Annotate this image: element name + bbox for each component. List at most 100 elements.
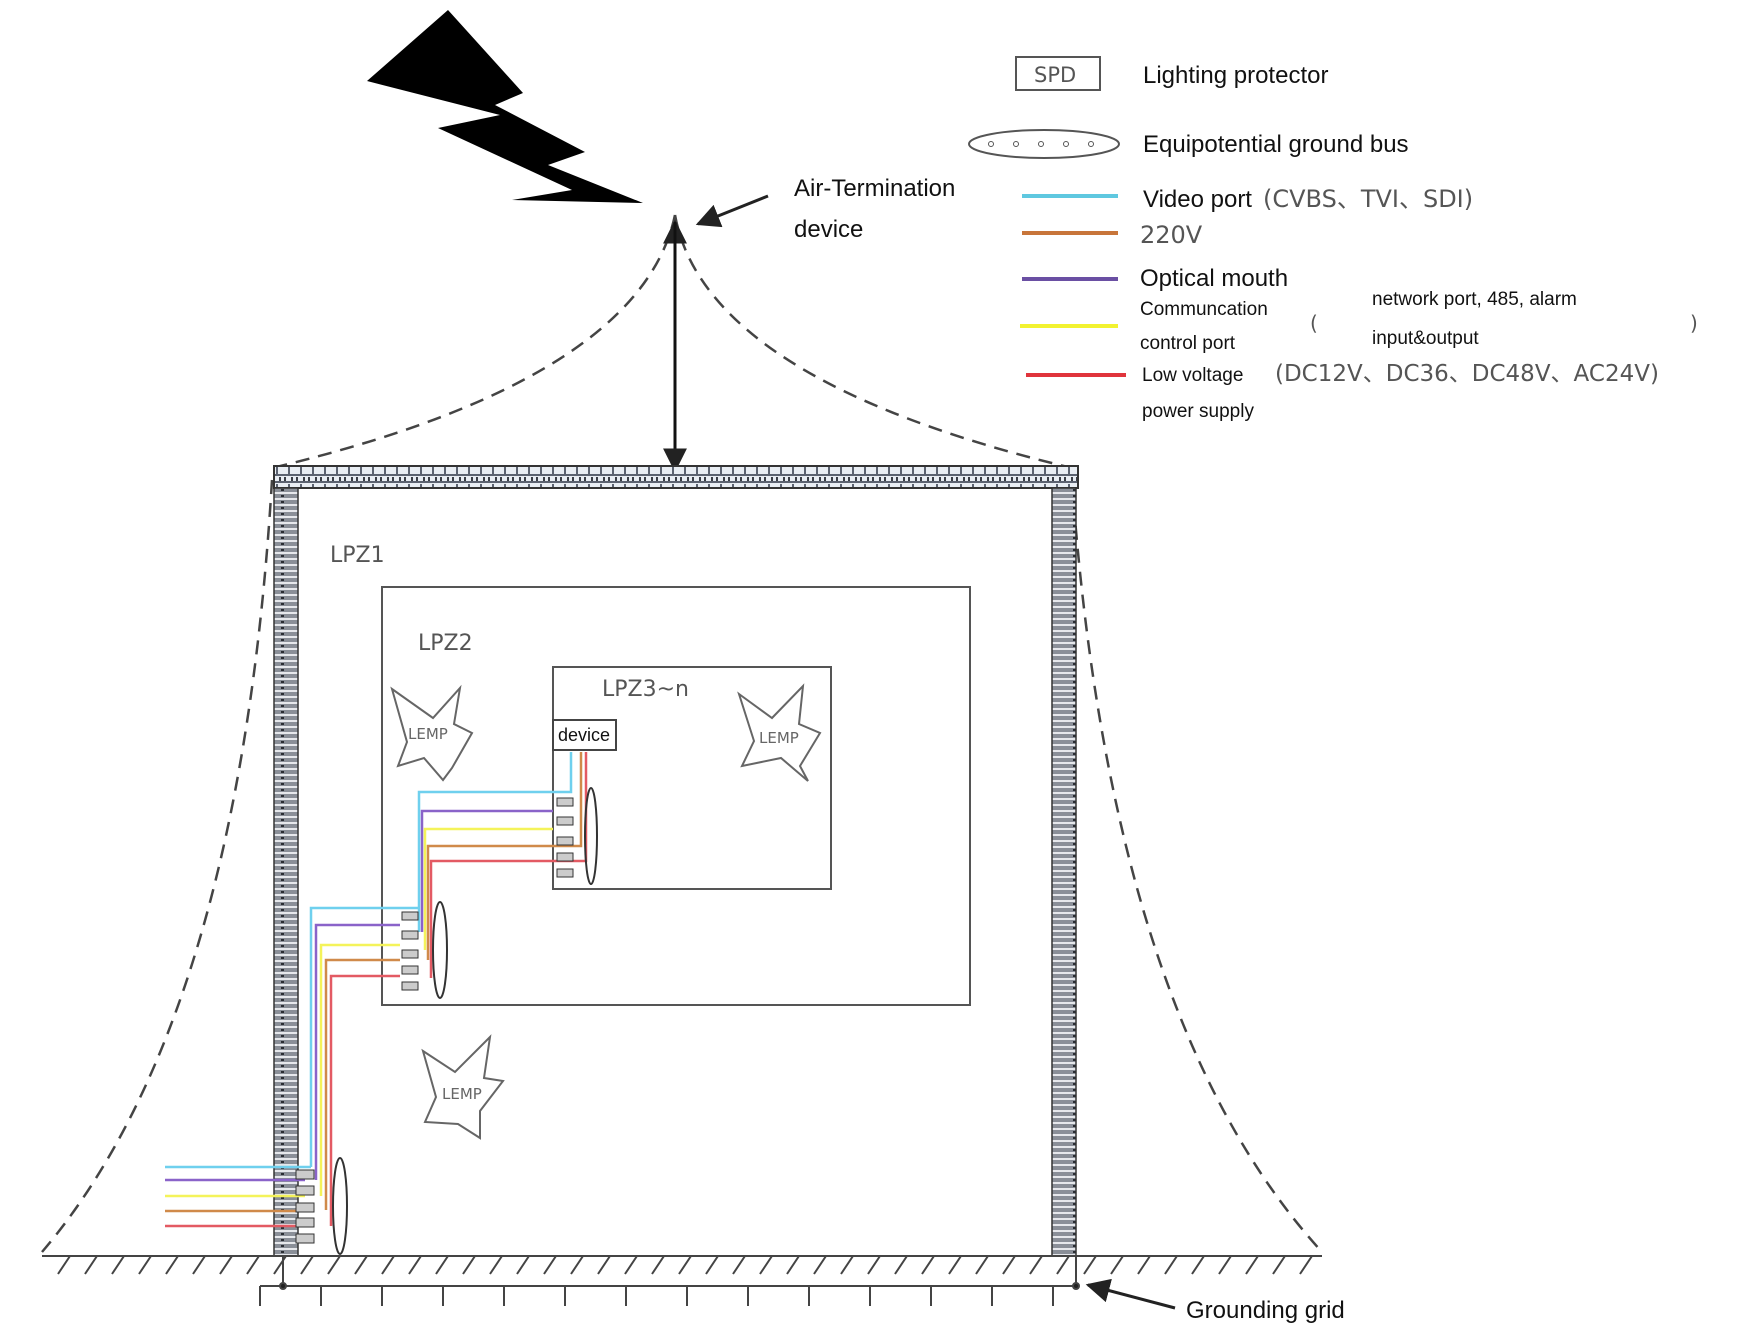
air-termination-label-line2: device bbox=[794, 216, 863, 243]
ground-hatch-mark bbox=[948, 1255, 962, 1275]
spd-symbol-text: SPD bbox=[1034, 63, 1076, 87]
legend-label-lowvolt-line2: power supply bbox=[1142, 401, 1254, 422]
ground-hatch-mark bbox=[1272, 1255, 1286, 1275]
legend-item-220v: 220V bbox=[1022, 221, 1203, 249]
external-cable-entry bbox=[165, 1165, 311, 1228]
ground-hatch-mark bbox=[678, 1255, 692, 1275]
ground-hatch-mark bbox=[597, 1255, 611, 1275]
zone-label-lpz2: LPZ2 bbox=[418, 631, 473, 656]
ground-hatch-mark bbox=[894, 1255, 908, 1275]
legend-item-lowvolt: Low voltage power supply (DC12V、DC36、DC4… bbox=[1026, 361, 1659, 422]
ground-hatch-mark bbox=[1299, 1255, 1313, 1275]
ground-hatch-mark bbox=[786, 1255, 800, 1275]
building-roof-conductor bbox=[273, 465, 1079, 489]
building-left-wall bbox=[273, 487, 299, 1257]
ground-hatch-mark bbox=[1218, 1255, 1232, 1275]
ground-hatch-mark bbox=[408, 1255, 422, 1275]
lemp-star-icon: LEMP bbox=[737, 683, 822, 782]
zone-label-lpz3: LPZ3~n bbox=[602, 677, 689, 702]
protection-zone-dashed-boundary bbox=[41, 214, 1323, 1253]
legend-label-video: Video port bbox=[1143, 186, 1252, 213]
ground-hatch-mark bbox=[381, 1255, 395, 1275]
legend-label-ground-bus: Equipotential ground bus bbox=[1143, 131, 1409, 158]
wire-bundle-lpz1-to-lpz2 bbox=[309, 906, 419, 1226]
legend-label-spd: Lighting protector bbox=[1143, 62, 1328, 89]
lemp-star-icon: LEMP bbox=[390, 684, 474, 782]
legend-item-optical: Optical mouth bbox=[1022, 265, 1288, 292]
spd-group-lpz3 bbox=[556, 787, 598, 885]
legend-label-optical: Optical mouth bbox=[1140, 265, 1288, 292]
ground-hatch-mark bbox=[138, 1255, 152, 1275]
air-termination-pointer-arrow bbox=[695, 194, 769, 228]
ground-hatch-mark bbox=[759, 1255, 773, 1275]
ground-hatch-mark bbox=[1245, 1255, 1259, 1275]
zone-lpz2-boundary bbox=[381, 586, 971, 1006]
grounding-grid-pointer-arrow bbox=[1085, 1278, 1176, 1310]
ground-hatch-mark bbox=[1056, 1255, 1070, 1275]
ground-hatch-mark bbox=[84, 1255, 98, 1275]
legend-item-ground-bus: Equipotential ground bus bbox=[968, 129, 1409, 159]
ground-hatch-mark bbox=[327, 1255, 341, 1275]
zone-label-lpz1: LPZ1 bbox=[330, 543, 385, 568]
equipotential-ground-bus bbox=[432, 901, 448, 999]
ground-hatch-mark bbox=[354, 1255, 368, 1275]
device-label: device bbox=[558, 725, 610, 745]
ground-hatch-mark bbox=[867, 1255, 881, 1275]
ground-hatch-mark bbox=[1137, 1255, 1151, 1275]
ground-hatch-mark bbox=[489, 1255, 503, 1275]
equipotential-ground-bus bbox=[332, 1157, 348, 1255]
air-termination-label: Air-Termination bbox=[794, 175, 955, 202]
wire-bundle-lpz2-to-lpz3 bbox=[417, 752, 588, 978]
legend-detail-comm-line2: input&output bbox=[1372, 328, 1479, 349]
lemp-star-icon: LEMP bbox=[421, 1034, 505, 1140]
ground-hatch-mark bbox=[435, 1255, 449, 1275]
lemp-label: LEMP bbox=[759, 729, 799, 747]
ground-hatch-mark bbox=[462, 1255, 476, 1275]
lightning-bolt-icon bbox=[367, 10, 643, 203]
ground-hatch-mark bbox=[570, 1255, 584, 1275]
ground-hatch-mark bbox=[246, 1255, 260, 1275]
legend-detail-video: (CVBS、TVI、SDI) bbox=[1263, 185, 1473, 213]
ground-hatch-mark bbox=[1002, 1255, 1016, 1275]
zone-lpz3-boundary bbox=[552, 666, 832, 890]
legend-label-220v: 220V bbox=[1140, 221, 1203, 249]
ground-hatch-mark bbox=[165, 1255, 179, 1275]
legend-item-comm: Communcation control port ( network port… bbox=[1020, 289, 1698, 354]
ground-hatch-mark bbox=[516, 1255, 530, 1275]
device-box bbox=[552, 719, 617, 751]
legend-detail-comm-line1: network port, 485, alarm bbox=[1372, 289, 1577, 310]
lemp-label: LEMP bbox=[408, 725, 448, 743]
ground-hatch-mark bbox=[300, 1255, 314, 1275]
ground-hatch-mark bbox=[975, 1255, 989, 1275]
ground-hatch-mark bbox=[1083, 1255, 1097, 1275]
ground-hatch-mark bbox=[840, 1255, 854, 1275]
ground-hatch-mark bbox=[1191, 1255, 1205, 1275]
ground-hatch-mark bbox=[705, 1255, 719, 1275]
legend-comm-paren-open: ( bbox=[1310, 311, 1318, 335]
ground-hatch-mark bbox=[111, 1255, 125, 1275]
ground-hatch-mark bbox=[219, 1255, 233, 1275]
legend-detail-lowvolt: (DC12V、DC36、DC48V、AC24V) bbox=[1275, 361, 1659, 387]
ground-hatch-mark bbox=[1164, 1255, 1178, 1275]
legend-item-spd: SPD Lighting protector bbox=[1015, 56, 1328, 91]
ground-hatch-mark bbox=[813, 1255, 827, 1275]
ground-hatch-mark bbox=[1110, 1255, 1124, 1275]
building-right-wall bbox=[1051, 487, 1077, 1257]
ground-hatch-mark bbox=[273, 1255, 287, 1275]
grounding-grid-label: Grounding grid bbox=[1186, 1297, 1345, 1324]
ground-hatch-mark bbox=[1029, 1255, 1043, 1275]
ground-hatch-mark bbox=[732, 1255, 746, 1275]
legend-comm-paren-close: ) bbox=[1690, 311, 1698, 335]
ground-surface bbox=[42, 1255, 1322, 1275]
ground-hatch-mark bbox=[651, 1255, 665, 1275]
ground-hatch-mark bbox=[543, 1255, 557, 1275]
lemp-label: LEMP bbox=[442, 1085, 482, 1103]
ground-hatch-mark bbox=[921, 1255, 935, 1275]
legend: SPD Lighting protector Equipotential gro… bbox=[968, 56, 1698, 422]
ground-hatch-mark bbox=[192, 1255, 206, 1275]
spd-group-lpz1 bbox=[295, 1157, 348, 1255]
legend-label-comm-line2: control port bbox=[1140, 333, 1236, 354]
ground-hatch-mark bbox=[57, 1255, 71, 1275]
spd-group-lpz2 bbox=[401, 901, 448, 999]
